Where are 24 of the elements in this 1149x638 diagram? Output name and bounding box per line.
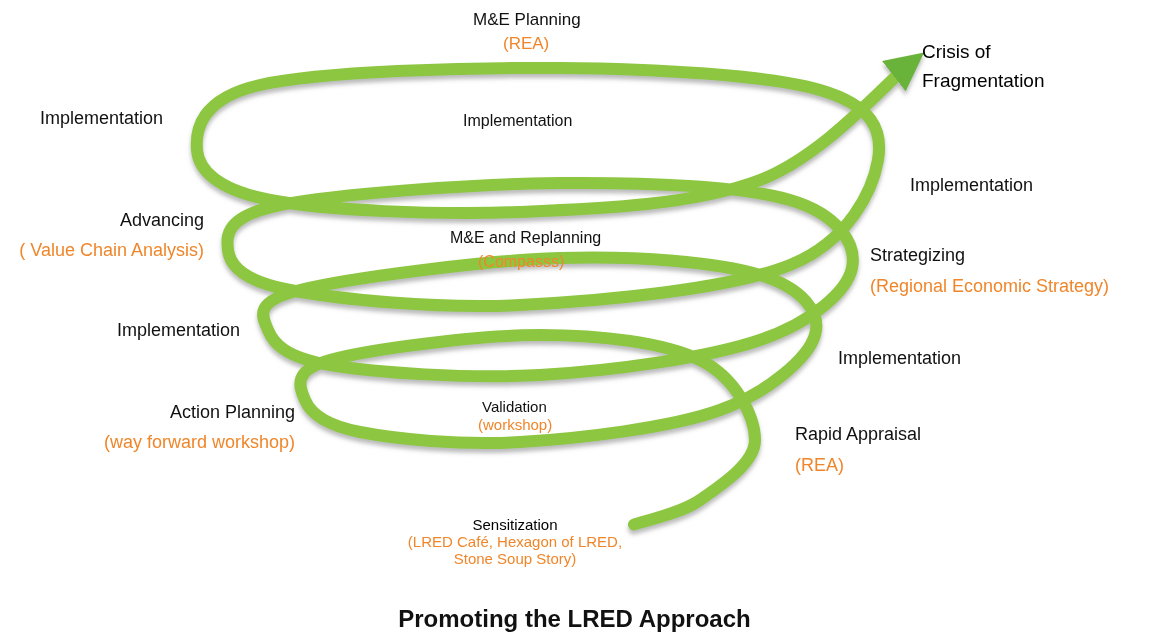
- stage-label: Validation: [482, 398, 547, 415]
- stage-label: Implementation: [910, 175, 1034, 196]
- stage-label: Strategizing: [870, 245, 966, 266]
- stage-label: Sensitization: [471, 516, 559, 533]
- stage-label: M&E and Replanning: [450, 229, 602, 247]
- method-label: (workshop): [478, 416, 553, 433]
- stage-label: Implementation: [117, 320, 241, 341]
- caption: Promoting the LRED Approach: [397, 605, 752, 633]
- method-label: (Compasss): [478, 253, 565, 271]
- stage-label: Implementation: [838, 348, 962, 369]
- stage-label: Implementation: [463, 112, 573, 130]
- outcome-label: Crisis of Fragmentation: [922, 40, 1046, 93]
- method-label: (REA): [503, 34, 550, 54]
- method-label: (REA): [795, 455, 844, 476]
- method-label: (Regional Economic Strategy): [870, 276, 1110, 297]
- method-label: (LRED Café, Hexagon of LRED, Stone Soup Story): [406, 533, 624, 568]
- stage-label: Rapid Appraisal: [795, 424, 922, 445]
- stage-label: Advancing: [119, 210, 204, 231]
- stage-label: Action Planning: [169, 402, 295, 423]
- stage-label: Implementation: [40, 108, 164, 129]
- method-label: ( Value Chain Analysis): [19, 240, 204, 261]
- stage-label: M&E Planning: [473, 10, 581, 30]
- spiral-arrow: [190, 52, 924, 531]
- method-label: (way forward workshop): [103, 432, 295, 453]
